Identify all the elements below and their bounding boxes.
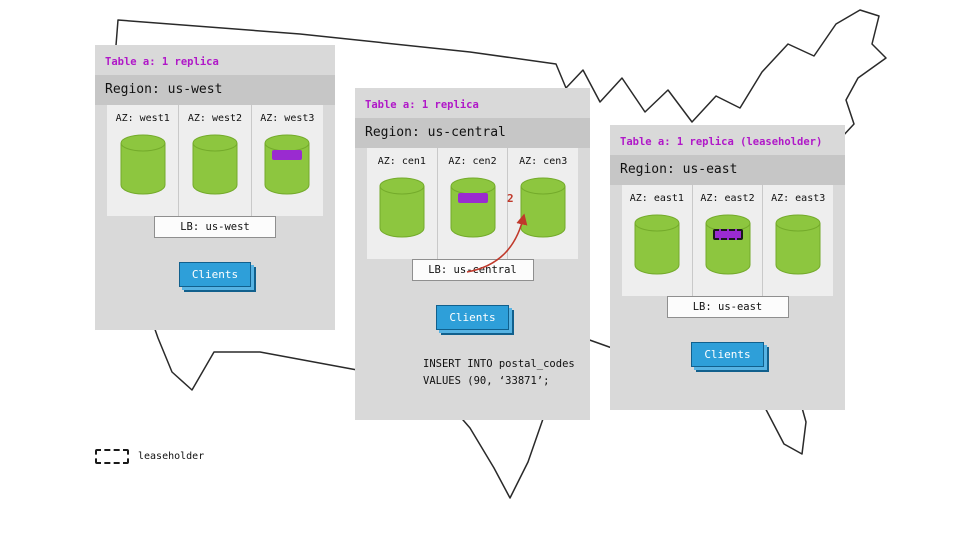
region-header: Region: us-west — [95, 75, 335, 105]
database-cylinder-icon — [520, 177, 566, 239]
database-cylinder-icon — [450, 177, 496, 239]
az-box: AZ: west1 — [107, 105, 180, 216]
leaseholder-swatch-icon — [95, 449, 129, 464]
az-row: AZ: east1 AZ: east2 AZ: east3 — [622, 185, 834, 296]
legend: leaseholder — [95, 449, 204, 464]
az-box: AZ: cen1 — [367, 148, 438, 259]
insert-routing-arrow — [466, 213, 528, 273]
az-box: AZ: cen2 — [437, 148, 509, 259]
az-label: AZ: cen2 — [448, 156, 497, 167]
az-label: AZ: cen3 — [519, 156, 568, 167]
load-balancer-box: LB: us-east — [666, 296, 789, 318]
database-cylinder-icon — [705, 214, 751, 276]
clients-box: Clients — [178, 262, 252, 287]
load-balancer-box: LB: us-west — [154, 216, 276, 238]
leaseholder-replica-badge — [712, 229, 743, 240]
region-header: Region: us-east — [610, 155, 845, 185]
clients-box: Clients — [436, 305, 509, 330]
replica-badge — [272, 150, 303, 160]
replica-badge — [457, 193, 488, 203]
region-panel-us-west: Table a: 1 replica Region: us-west AZ: w… — [95, 45, 335, 330]
database-cylinder-icon — [379, 177, 425, 239]
database-cylinder-icon — [120, 134, 166, 196]
az-box: AZ: east3 — [763, 185, 834, 296]
database-cylinder-icon — [634, 214, 680, 276]
az-label: AZ: west3 — [260, 113, 315, 124]
table-replica-label: Table a: 1 replica — [365, 99, 479, 111]
legend-label: leaseholder — [138, 451, 205, 462]
az-box: AZ: west3 — [251, 105, 323, 216]
az-box: AZ: west2 — [179, 105, 252, 216]
database-cylinder-icon — [264, 134, 310, 196]
region-header: Region: us-central — [355, 118, 590, 148]
region-panel-us-central: Table a: 1 replica Region: us-central AZ… — [355, 88, 590, 420]
sql-line-1: INSERT INTO postal_codes — [423, 358, 575, 370]
sql-insert-statement: INSERT INTO postal_codes VALUES (90, ‘33… — [423, 356, 590, 390]
arrow-step-label: 2 — [507, 192, 514, 205]
sql-line-2: VALUES (90, ‘33871’; — [423, 374, 550, 387]
table-replica-label: Table a: 1 replica — [105, 56, 219, 68]
az-label: AZ: west1 — [115, 113, 170, 124]
table-replica-label: Table a: 1 replica (leaseholder) — [620, 136, 823, 148]
az-label: AZ: cen1 — [377, 156, 426, 167]
az-row: AZ: cen1 AZ: cen2 AZ: cen3 — [367, 148, 579, 259]
az-label: AZ: west2 — [187, 113, 243, 124]
az-box: AZ: east2 — [692, 185, 764, 296]
load-balancer-box: LB: us-central — [411, 259, 534, 281]
az-box: AZ: east1 — [622, 185, 693, 296]
az-box: AZ: cen3 — [508, 148, 579, 259]
clients-box: Clients — [691, 342, 764, 367]
az-label: AZ: east1 — [629, 193, 684, 204]
az-label: AZ: east3 — [771, 193, 826, 204]
database-cylinder-icon — [775, 214, 821, 276]
region-panel-us-east: Table a: 1 replica (leaseholder) Region:… — [610, 125, 845, 410]
database-cylinder-icon — [192, 134, 238, 196]
az-row: AZ: west1 AZ: west2 AZ: west3 — [107, 105, 323, 216]
az-label: AZ: east2 — [700, 193, 755, 204]
